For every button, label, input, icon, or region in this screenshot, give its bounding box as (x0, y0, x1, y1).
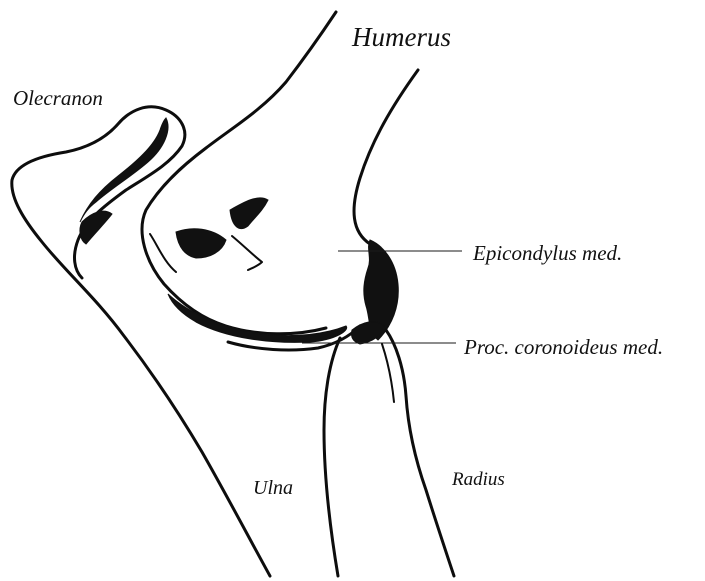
trochlear-notch-shading (230, 198, 268, 229)
olecranon-label: Olecranon (13, 88, 103, 109)
epicondylus-label: Epicondylus med. (473, 243, 622, 264)
radius-label: Radius (452, 470, 505, 489)
trochlea-lower-border (168, 294, 347, 342)
coronoid-shading (351, 322, 384, 344)
radius-inner-line (382, 344, 394, 402)
radius-outline-right (386, 330, 454, 576)
proc-coronoideus-label: Proc. coronoideus med. (464, 337, 663, 358)
olecranon-shading-2 (80, 211, 112, 244)
humerus-label: Humerus (352, 24, 451, 51)
ulna-label: Ulna (253, 478, 293, 498)
trochlear-notch-shading-2 (176, 229, 226, 258)
radius-outline-left (324, 338, 340, 576)
humerus-outline-left (142, 12, 336, 334)
